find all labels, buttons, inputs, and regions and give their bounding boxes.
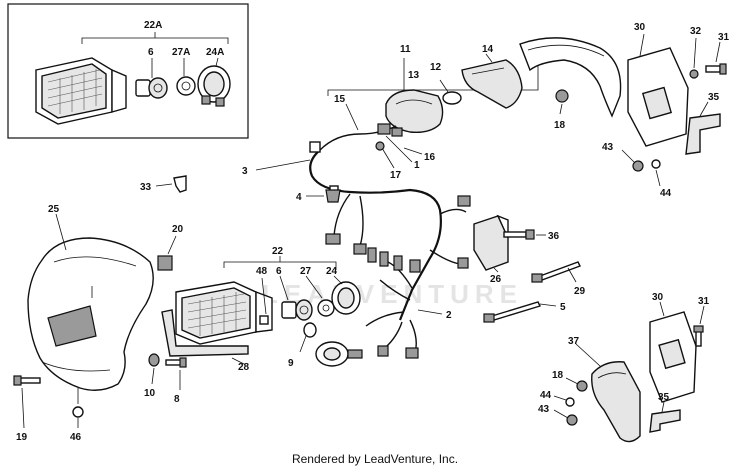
tail-bulb-13 <box>439 79 462 105</box>
label-36: 36 <box>548 231 560 242</box>
label-11: 11 <box>400 44 411 55</box>
label-22: 22 <box>272 246 284 257</box>
headlight-assembly-22: 22 48 6 27 24 <box>175 246 361 345</box>
label-6: 6 <box>276 266 282 277</box>
cover-24 <box>331 275 361 315</box>
label-12: 12 <box>430 62 442 73</box>
label-14: 14 <box>482 44 494 55</box>
label-29: 29 <box>574 286 586 297</box>
label-2: 2 <box>446 310 452 321</box>
label-33: 33 <box>140 182 152 193</box>
label-13: 13 <box>408 70 420 81</box>
license-bracket-bottom: 30 31 37 18 44 43 35 <box>538 292 710 443</box>
tail-lens-14 <box>461 59 523 109</box>
label-6-inset: 6 <box>148 47 154 58</box>
bolt-19: 19 <box>13 375 41 443</box>
bushing-46: 46 <box>70 388 84 443</box>
horn <box>315 341 363 367</box>
label-3: 3 <box>242 166 248 177</box>
footer-credit: Rendered by LeadVenture, Inc. <box>291 452 459 466</box>
stay-35-bottom <box>649 409 681 433</box>
nut-43-top <box>632 160 644 172</box>
bolt-17 <box>375 141 385 151</box>
rear-fender <box>519 37 622 118</box>
washer-44-top <box>651 159 661 169</box>
headlight-lens-22 <box>175 281 273 345</box>
clip-4: 4 <box>296 189 341 203</box>
bulb-6 <box>279 275 313 321</box>
label-30-bottom: 30 <box>652 292 664 303</box>
label-27: 27 <box>300 266 312 277</box>
label-26: 26 <box>490 274 502 285</box>
cable-tie-5: 5 <box>483 301 566 323</box>
label-15: 15 <box>334 94 346 105</box>
inset-frame <box>7 3 249 139</box>
harness-main-3 <box>309 149 442 321</box>
grommet-10: 10 <box>144 353 160 399</box>
label-8: 8 <box>174 394 180 405</box>
label-24a: 24A <box>206 47 224 58</box>
socket-9: 9 <box>288 322 317 369</box>
label-35-top: 35 <box>708 92 720 103</box>
washer-44-bottom <box>565 397 575 407</box>
label-31-bottom: 31 <box>698 296 710 307</box>
label-20: 20 <box>172 224 184 235</box>
socket-27 <box>305 275 335 317</box>
clip-20: 20 <box>157 224 184 271</box>
label-22a: 22A <box>144 20 162 31</box>
socket-27a <box>176 58 196 96</box>
label-27a: 27A <box>172 47 190 58</box>
label-44-top: 44 <box>660 188 672 199</box>
label-44-bottom: 44 <box>540 390 552 401</box>
clip-33: 33 <box>140 175 187 193</box>
headlight-cowl-25: 25 <box>27 204 154 391</box>
label-43-top: 43 <box>602 142 614 153</box>
label-46: 46 <box>70 432 82 443</box>
license-bracket-top: 30 32 31 35 18 43 44 <box>554 22 730 199</box>
label-10: 10 <box>144 388 156 399</box>
bracket-11 <box>327 66 539 96</box>
nut-43-bottom <box>566 414 578 426</box>
label-24: 24 <box>326 266 338 277</box>
bracket-22a <box>81 37 229 44</box>
inset-headlight-22a: 22A 6 27A 24A <box>7 3 249 139</box>
headlight-bracket-28: 28 <box>161 309 250 373</box>
label-16: 16 <box>424 152 436 163</box>
label-5: 5 <box>560 302 566 313</box>
label-43-bottom: 43 <box>538 404 550 415</box>
bolt-36 <box>503 229 535 240</box>
label-32: 32 <box>690 26 702 37</box>
label-19: 19 <box>16 432 28 443</box>
connector-16 <box>377 123 403 137</box>
label-30-top: 30 <box>634 22 646 33</box>
rear-mount-37 <box>591 361 641 443</box>
bulb-6-inset <box>135 58 168 99</box>
bolt-8: 8 <box>165 357 187 405</box>
tail-light-assembly-11: 11 14 12 13 15 16 1 17 <box>319 37 622 181</box>
cover-24a <box>197 57 231 107</box>
label-37: 37 <box>568 336 580 347</box>
label-28: 28 <box>238 362 250 373</box>
nut-18-bottom <box>576 380 588 392</box>
bolt-31-bottom <box>693 325 704 347</box>
label-35-bottom: 35 <box>658 392 670 403</box>
label-4: 4 <box>296 192 302 203</box>
stay-35-top <box>685 113 721 155</box>
bolt-31-top <box>705 63 727 75</box>
label-31-top: 31 <box>718 32 730 43</box>
label-25: 25 <box>48 204 60 215</box>
wire-harness: 3 2 <box>242 141 471 359</box>
cable-tie-29: 29 <box>531 261 586 297</box>
flasher-relay-26: 26 36 <box>473 214 560 285</box>
label-9: 9 <box>288 358 294 369</box>
label-48: 48 <box>256 266 268 277</box>
label-18-bottom: 18 <box>552 370 564 381</box>
label-1: 1 <box>414 160 420 171</box>
label-18-top: 18 <box>554 120 566 131</box>
label-17: 17 <box>390 170 402 181</box>
washer-32 <box>689 69 699 79</box>
nut-18-top <box>555 89 569 103</box>
headlight-lens-22a <box>35 57 127 125</box>
